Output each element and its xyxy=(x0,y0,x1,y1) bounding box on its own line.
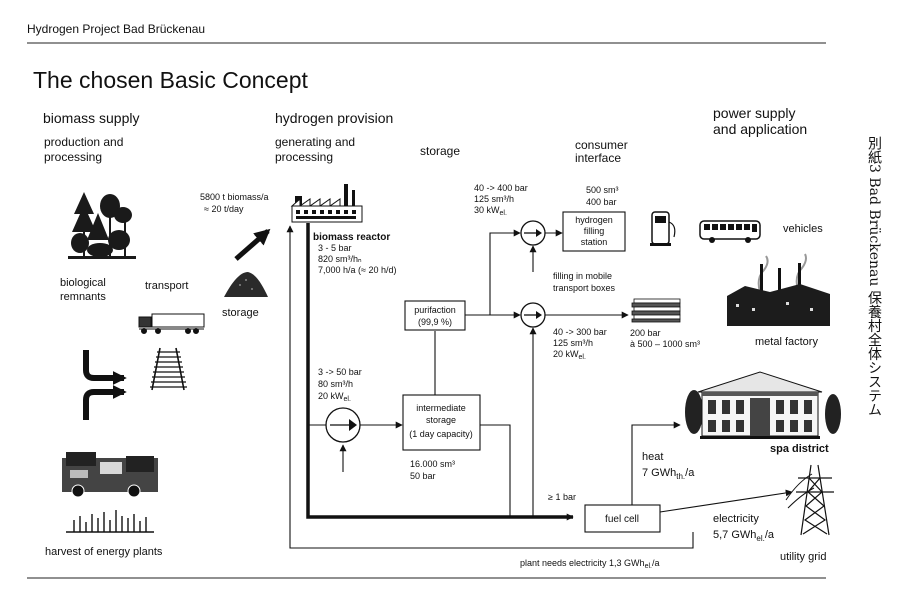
biomass-delivery-arrow xyxy=(234,228,271,261)
storage-to-main-line xyxy=(480,424,511,517)
biomass-subheading-line2: processing xyxy=(44,150,102,164)
intermediate-storage-line2: storage xyxy=(426,415,456,425)
biomass-subheading-line1: production and xyxy=(44,135,123,149)
hydrogen-subheading-line1: generating and xyxy=(275,135,355,149)
station-compressor-flow: 125 sm³/h xyxy=(474,194,514,204)
reactor-flow: 820 sm³/hₙ xyxy=(318,254,362,264)
vehicles-label: vehicles xyxy=(783,223,823,235)
storage-pile-illustration xyxy=(224,272,268,297)
side-note: 別紙3 Bad Brückenau 保養村全体システム xyxy=(866,136,882,417)
power-tower-icon xyxy=(785,464,834,536)
harvest-label: harvest of energy plants xyxy=(45,546,163,558)
intermediate-storage-box xyxy=(402,394,481,451)
railway-track-illustration xyxy=(150,347,187,391)
compressor-icon xyxy=(325,407,361,443)
biomass-supply-heading: biomass supply xyxy=(43,110,140,126)
hydrogen-provision-heading: hydrogen provision xyxy=(275,110,393,126)
metal-factory-label: metal factory xyxy=(755,336,818,348)
fuel-pump-icon xyxy=(650,211,676,246)
electricity-value: 5,7 GWhel./a xyxy=(713,529,775,543)
filling-station-line2: filling xyxy=(584,226,605,236)
truck-illustration xyxy=(138,313,205,334)
electricity-line xyxy=(659,489,793,513)
spa-district-label: spa district xyxy=(770,443,829,455)
bus-icon xyxy=(699,220,761,243)
heat-line xyxy=(631,421,681,505)
electricity-label: electricity xyxy=(713,513,759,525)
filling-station-box xyxy=(562,211,626,252)
page-title: The chosen Basic Concept xyxy=(33,67,308,93)
reactor-operating-hours: 7,000 h/a (≈ 20 h/d) xyxy=(318,265,397,275)
transport-box-pressure: 200 bar xyxy=(630,328,661,338)
filling-station-line3: station xyxy=(581,237,608,247)
station-compressor-power: 30 kWel. xyxy=(474,205,507,217)
low-compressor-pressure: 3 -> 50 bar xyxy=(318,367,362,377)
biological-remnants-line2: remnants xyxy=(60,291,106,303)
energy-plants-illustration xyxy=(66,510,154,533)
harvester-illustration xyxy=(62,452,158,498)
metal-factory-illustration xyxy=(727,253,830,326)
filling-station-line1: hydrogen xyxy=(575,215,613,225)
purification-box xyxy=(404,300,466,331)
reactor-pressure: 3 - 5 bar xyxy=(318,243,352,253)
heat-label: heat xyxy=(642,451,663,463)
intermediate-storage-pressure: 50 bar xyxy=(410,471,436,481)
consumer-interface-line1: consumer xyxy=(575,138,628,152)
low-compressor-flow: 80 sm³/h xyxy=(318,379,353,389)
mobile-filling-caption-line2: transport boxes xyxy=(553,283,616,293)
consumer-interface-line2: interface xyxy=(575,151,621,165)
biological-remnants-line1: biological xyxy=(60,277,106,289)
purification-label: purifaction xyxy=(414,305,456,315)
storage-subheading: storage xyxy=(420,144,460,158)
purification-purity: (99,9 %) xyxy=(418,317,452,327)
filling-station-capacity: 500 sm³ xyxy=(586,185,619,195)
spa-villa-illustration xyxy=(685,371,841,439)
storage-label: storage xyxy=(222,307,259,319)
biomass-reactor-label: biomass reactor xyxy=(313,232,390,243)
fuel-cell-box xyxy=(584,504,661,533)
fuel-cell-label: fuel cell xyxy=(605,514,639,525)
mobile-compressor-power: 20 kWel. xyxy=(553,349,586,361)
low-compressor-power: 20 kWel. xyxy=(318,391,351,403)
intermediate-storage-line1: intermediate xyxy=(416,403,466,413)
intermediate-storage-capacity: 16.000 sm³ xyxy=(410,459,455,469)
fuel-cell-inlet-pressure: ≥ 1 bar xyxy=(548,492,576,502)
trees-illustration xyxy=(68,192,136,259)
plant-electricity-return-line xyxy=(286,225,694,549)
main-hydrogen-line xyxy=(306,223,574,521)
compressor-icon xyxy=(520,302,546,328)
power-supply-heading-line2: and application xyxy=(713,121,807,137)
factory-illustration xyxy=(290,184,363,223)
heat-value: 7 GWhth./a xyxy=(642,467,695,481)
project-header: Hydrogen Project Bad Brückenau xyxy=(27,22,205,36)
transport-label: transport xyxy=(145,280,188,292)
station-compressor-pressure: 40 -> 400 bar xyxy=(474,183,528,193)
merge-arrows-icon xyxy=(83,350,127,420)
mobile-filling-caption-line1: filling in mobile xyxy=(553,271,612,281)
intermediate-storage-line3: (1 day capacity) xyxy=(409,429,473,439)
biomass-input-line2: ≈ 20 t/day xyxy=(204,204,244,214)
plant-needs-electricity-label: plant needs electricity 1,3 GWhel./a xyxy=(520,558,659,570)
utility-grid-label: utility grid xyxy=(780,551,826,563)
mobile-compressor-flow: 125 sm³/h xyxy=(553,338,593,348)
filling-station-pressure: 400 bar xyxy=(586,197,617,207)
transport-box-capacity: à 500 – 1000 sm³ xyxy=(630,339,700,349)
power-supply-heading-line1: power supply xyxy=(713,105,796,121)
transport-box-tubes-illustration xyxy=(631,298,681,323)
compressor-icon xyxy=(520,220,546,246)
purification-to-station-compressor xyxy=(489,229,521,315)
biomass-input-line1: 5800 t biomass/a xyxy=(200,192,269,202)
hydrogen-subheading-line2: processing xyxy=(275,150,333,164)
mobile-compressor-pressure: 40 -> 300 bar xyxy=(553,327,607,337)
